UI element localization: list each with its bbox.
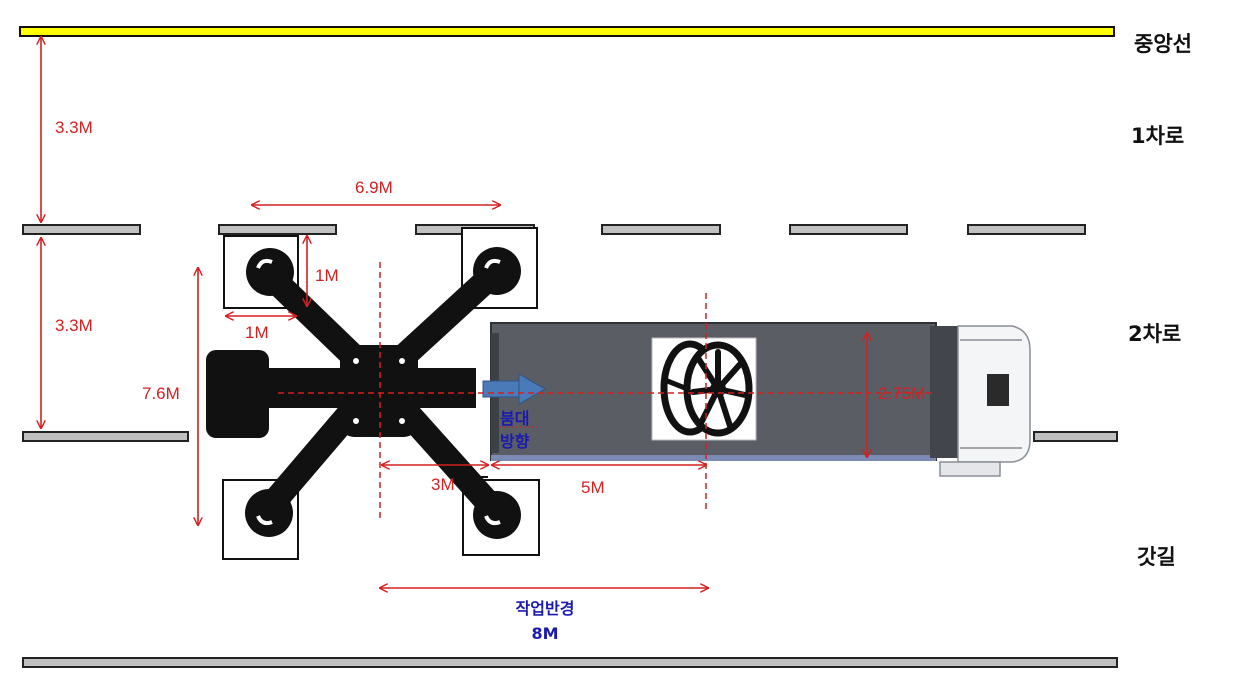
crane-counterweight <box>206 350 269 438</box>
boom-direction-label-line1: 붐대 <box>500 409 529 428</box>
shoulder-label: 갓길 <box>1137 545 1176 569</box>
outrigger-length-label: 6.9M <box>355 178 393 197</box>
outrigger-feet <box>245 247 521 539</box>
center-line <box>19 26 1115 37</box>
shoulder-line <box>22 431 1118 442</box>
lane-2-label: 2차로 <box>1128 322 1182 346</box>
boom-direction-label-line2: 방향 <box>500 432 530 451</box>
lane-1-label: 1차로 <box>1131 124 1185 148</box>
truck-width-label: 2.75M <box>878 384 925 403</box>
working-radius-value: 8M <box>531 624 558 643</box>
cable-drum-icon <box>651 337 757 441</box>
truck-to-load-label: 5M <box>581 478 605 497</box>
lane1-width-label: 3.3M <box>55 118 93 137</box>
pad-offset-v-label: 1M <box>315 266 339 285</box>
dimension-arrows <box>41 37 867 588</box>
truck <box>490 322 1031 477</box>
road-edge-line <box>22 657 1118 668</box>
lane2-width-label: 3.3M <box>55 316 93 335</box>
working-radius-label: 작업반경 <box>516 599 575 618</box>
lane-1-dashed-line <box>22 224 1086 235</box>
crane-turret <box>340 345 418 437</box>
truck-cab <box>939 325 1031 477</box>
pad-offset-h-label: 1M <box>245 323 269 342</box>
crane-to-truck-label: 3M <box>431 475 455 494</box>
center-line-label: 중앙선 <box>1134 32 1192 56</box>
crane <box>206 227 540 560</box>
outrigger-width-label: 7.6M <box>142 384 180 403</box>
